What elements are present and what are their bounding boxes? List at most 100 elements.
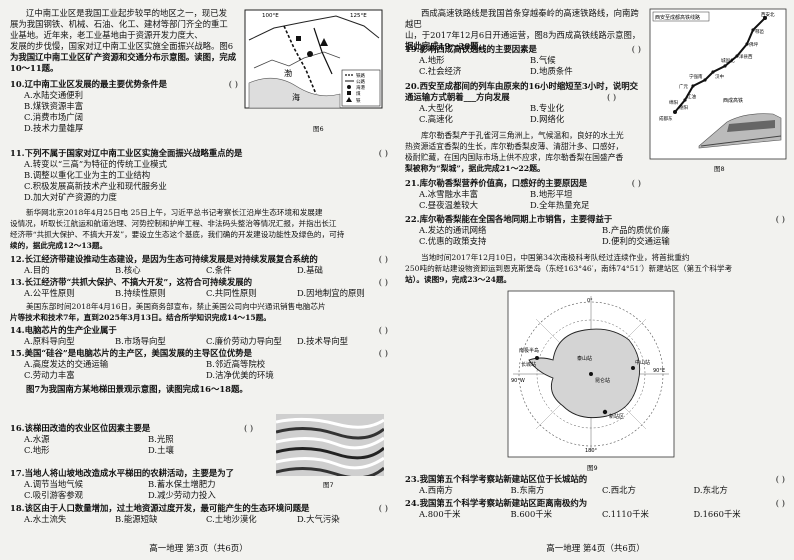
q16-stem: 16.该梯田改造的农业区位因素主要是 [10, 423, 151, 433]
q15-option-a[interactable]: A.高度发达的交通运输 [24, 359, 109, 370]
label-new-station: 新站区 [609, 413, 624, 420]
answer-bracket[interactable]: ( ) [775, 214, 785, 224]
q11-option-a[interactable]: A.转变以“三高”为特征的传统工业模式 [24, 159, 167, 170]
q22-option-b[interactable]: B.产品的质优价廉 [602, 225, 670, 236]
q18-option-d[interactable]: D.大气污染 [297, 514, 340, 525]
q19-option-d[interactable]: D.地质条件 [530, 66, 573, 77]
fig8-train-label: 西成高铁 [723, 97, 743, 104]
q14-option-c[interactable]: C.廉价劳动力导向型 [206, 336, 282, 347]
q10-option-b[interactable]: B.煤铁资源丰富 [24, 101, 84, 112]
q14-option-a[interactable]: A.原料导向型 [24, 336, 75, 347]
answer-bracket[interactable]: ( ) [631, 44, 641, 54]
answer-bracket[interactable]: ( ) [378, 254, 388, 264]
answer-bracket[interactable]: ( ) [631, 178, 641, 188]
q10-option-a[interactable]: A.水陆交通便利 [24, 90, 83, 101]
intro-line: 片等技术和技术7年，直到2025年3月13日。结合所学知识完成14～15题。 [10, 313, 271, 323]
answer-bracket[interactable]: ( ) [378, 148, 388, 158]
city-huyi: 鄠邑 [755, 28, 764, 35]
q22-option-d[interactable]: D.便利的交通运输 [602, 236, 670, 247]
answer-bracket[interactable]: ( ) [775, 498, 785, 508]
city-chenggu: 城固北 [721, 57, 735, 64]
city-ningqiang: 宁强南 [689, 73, 703, 80]
q22-option-a[interactable]: A.发达的通讯网络 [419, 225, 487, 236]
answer-bracket[interactable]: ( ) [775, 474, 785, 484]
q13-option-a[interactable]: A.公平性原则 [24, 288, 75, 299]
legend-road: 公路 [356, 78, 365, 85]
q16-option-a[interactable]: A.水源 [24, 434, 50, 445]
answer-bracket[interactable]: ( ) [378, 348, 388, 358]
q21-option-c[interactable]: C.昼夜温差较大 [419, 200, 479, 211]
answer-bracket[interactable]: ( ) [378, 325, 388, 335]
answer-bracket[interactable]: ( ) [244, 423, 254, 433]
q24-option-c[interactable]: C.1110千米 [602, 509, 649, 520]
label-90w: 90°W [511, 378, 525, 384]
q21-option-a[interactable]: A.冰雪融水丰富 [419, 189, 478, 200]
q19-option-a[interactable]: A.地形 [419, 55, 445, 66]
intro-line: 当地时间2017年12月10日，中国第34次南极科考队经过连续作业，将首批重约 [421, 253, 690, 262]
intro-line: 250吨的新站建设物资卸运到恩克斯堡岛（东经163°46′，南纬74°51′）新… [405, 264, 733, 274]
q12-option-b[interactable]: B.核心 [115, 265, 141, 276]
q19-option-c[interactable]: C.社会经济 [419, 66, 462, 77]
q13-option-d[interactable]: D.因地制宜的原则 [297, 288, 365, 299]
q20-option-d[interactable]: D.网络化 [530, 114, 565, 125]
q10-option-d[interactable]: D.技术力量雄厚 [24, 123, 84, 134]
q11-option-d[interactable]: D.加大对矿产资源的力度 [24, 192, 117, 203]
q19-option-b[interactable]: B.气候 [530, 55, 556, 66]
q14-block: 14.电脑芯片的生产企业属于( ) A.原料导向型 B.市场导向型 C.廉价劳动… [10, 325, 388, 347]
q18-option-a[interactable]: A.水土流失 [24, 514, 67, 525]
q14-option-b[interactable]: B.市场导向型 [115, 336, 166, 347]
q24-option-a[interactable]: A.800千米 [419, 509, 461, 520]
q15-option-c[interactable]: C.劳动力丰富 [24, 370, 75, 381]
q18-option-c[interactable]: C.土地沙漠化 [206, 514, 257, 525]
q16-option-d[interactable]: D.土壤 [148, 445, 174, 456]
q21-option-b[interactable]: B.地形平坦 [530, 189, 573, 200]
q22-option-c[interactable]: C.优惠的政策支持 [419, 236, 487, 247]
answer-bracket[interactable]: ( ) [378, 503, 388, 513]
q11-option-c[interactable]: C.积极发展高新技术产业和现代服务业 [24, 181, 167, 192]
q23-option-c[interactable]: C.西北方 [602, 485, 636, 496]
fig7-caption: 图7 [323, 481, 334, 489]
q17-option-c[interactable]: C.吸引游客参观 [24, 490, 84, 501]
intro-line: 展为我国钢铁、机械、石油、化工、建材等部门齐全的重工 [10, 19, 228, 30]
q17-option-d[interactable]: D.减少劳动力投入 [148, 490, 216, 501]
q21-option-d[interactable]: D.全年热量充足 [530, 200, 590, 211]
q20-stem: 20.西安至成都间的列车由原来的16小时缩短至3小时，说明交通运输方式朝着___… [405, 81, 639, 103]
answer-bracket[interactable]: ( ) [228, 79, 238, 89]
q20-option-c[interactable]: C.高速化 [419, 114, 453, 125]
q12-option-c[interactable]: C.条件 [206, 265, 232, 276]
q13-option-c[interactable]: C.共同性原则 [206, 288, 257, 299]
q23-option-d[interactable]: D.东北方 [693, 485, 728, 496]
q23-option-a[interactable]: A.西南方 [419, 485, 453, 496]
q15-option-b[interactable]: B.邻近高等院校 [206, 359, 266, 370]
q15-option-d[interactable]: D.洁净优美的环境 [206, 370, 274, 381]
q16-option-c[interactable]: C.地形 [24, 445, 50, 456]
fig6-sea-label: 渤 [284, 68, 292, 78]
intro-q12-13: 新华网北京2018年4月25日电 25日上午，习近平总书记考察长江沿岸生态环境和… [10, 207, 388, 251]
city-foping: 佛坪 [749, 41, 758, 48]
legend-port: 海港 [356, 84, 365, 91]
q23-option-b[interactable]: B.东南方 [510, 485, 545, 496]
q19-stem: 19.影响西成高铁选线的主要因素是 [405, 44, 537, 54]
q10-option-c[interactable]: C.消费市场广阔 [24, 112, 84, 123]
intro-q16-18: 图7为我国南方某地梯田景观示意图，读图完成16～18题。 [10, 384, 270, 395]
q24-option-d[interactable]: D.1660千米 [693, 509, 741, 520]
q17-option-a[interactable]: A.调节当地气候 [24, 479, 83, 490]
answer-bracket[interactable]: ( ) [607, 92, 617, 102]
q16-option-b[interactable]: B.光照 [148, 434, 174, 445]
q11-option-b[interactable]: B.调整以重化工业为主的工业结构 [24, 170, 151, 181]
intro-line: 西成高速铁路线是我国首条穿越秦岭的高速铁路线，向南跨越巴 [405, 8, 639, 30]
answer-bracket[interactable]: ( ) [378, 277, 388, 287]
q14-option-d[interactable]: D.技术导向型 [297, 336, 348, 347]
q17-option-b[interactable]: B.蓄水保土增肥力 [148, 479, 216, 490]
intro-line: 为我国辽中南工业区矿产资源和交通分布示意图。读图，完成10～11题。 [10, 52, 237, 74]
q20-option-b[interactable]: B.专业化 [530, 103, 564, 114]
q20-option-a[interactable]: A.大型化 [419, 103, 453, 114]
fig6-lon1: 100°E [262, 13, 279, 19]
q16-block: 16.该梯田改造的农业区位因素主要是 A.水源 B.光照 C.地形 D.土壤 [10, 423, 272, 456]
city-deyang: 德阳 [679, 104, 688, 111]
q24-option-b[interactable]: B.600千米 [510, 509, 553, 520]
q12-option-d[interactable]: D.基础 [297, 265, 323, 276]
q18-option-b[interactable]: B.能源短缺 [115, 514, 158, 525]
q13-option-b[interactable]: B.持续性原则 [115, 288, 166, 299]
q12-option-a[interactable]: A.目的 [24, 265, 50, 276]
